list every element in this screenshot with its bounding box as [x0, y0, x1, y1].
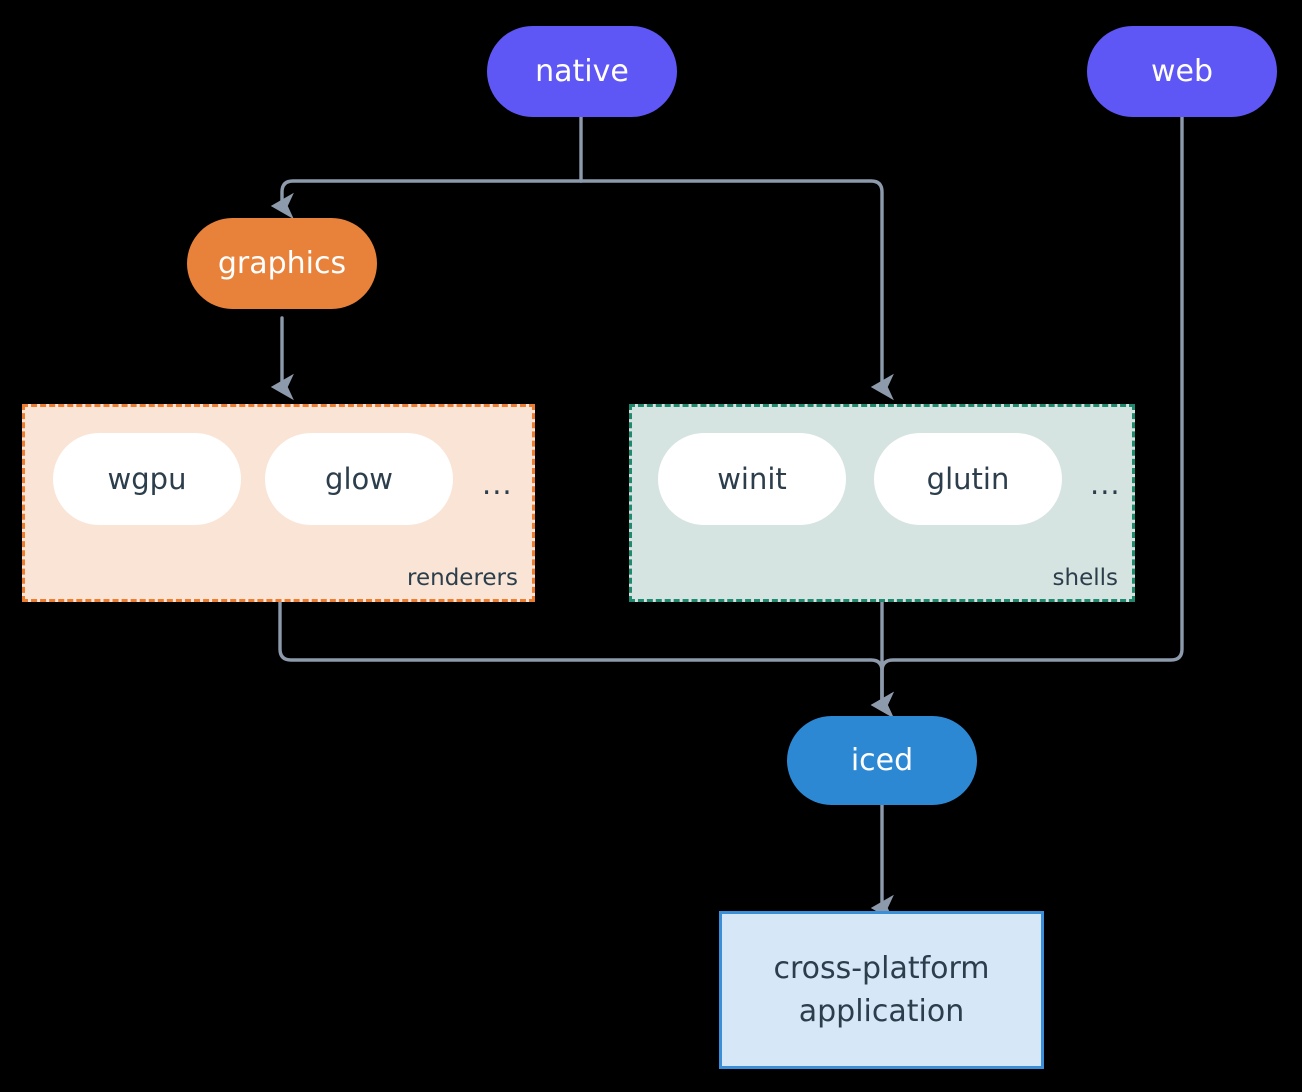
application-label-line1: cross-platform: [773, 950, 990, 986]
node-iced[interactable]: iced: [787, 716, 977, 805]
node-graphics[interactable]: graphics: [187, 218, 377, 309]
node-web[interactable]: web: [1087, 26, 1277, 117]
node-graphics-label: graphics: [217, 245, 347, 281]
node-native-label: native: [535, 53, 629, 89]
leaf-pill-glow[interactable]: glow: [265, 433, 453, 525]
edge-native-to-graphics: [270, 179, 583, 220]
node-cross-platform-application[interactable]: cross-platform application: [719, 911, 1044, 1069]
leaf-pill-glutin[interactable]: glutin: [874, 433, 1062, 525]
node-web-label: web: [1150, 53, 1214, 89]
leaf-pill-glutin-label: glutin: [926, 462, 1010, 496]
edge-renderers-to-iced: [278, 600, 894, 719]
leaf-pill-wgpu[interactable]: wgpu: [53, 433, 241, 525]
node-native[interactable]: native: [487, 26, 677, 117]
group-renderers-label: renderers: [407, 565, 518, 591]
application-label-line2: application: [798, 994, 965, 1029]
group-shells: winit glutin ... shells: [629, 404, 1135, 602]
leaf-pill-wgpu-label: wgpu: [107, 462, 187, 496]
edge-native-to-shells: [579, 179, 894, 401]
node-iced-label: iced: [850, 742, 914, 778]
group-renderers: wgpu glow ... renderers: [22, 404, 535, 602]
leaf-pill-winit[interactable]: winit: [658, 433, 846, 525]
shells-overflow-ellipsis: ...: [1090, 467, 1121, 501]
renderers-overflow-ellipsis: ...: [482, 467, 513, 501]
group-shells-label: shells: [1052, 565, 1118, 591]
leaf-pill-glow-label: glow: [325, 462, 393, 496]
leaf-pill-winit-label: winit: [717, 462, 787, 496]
